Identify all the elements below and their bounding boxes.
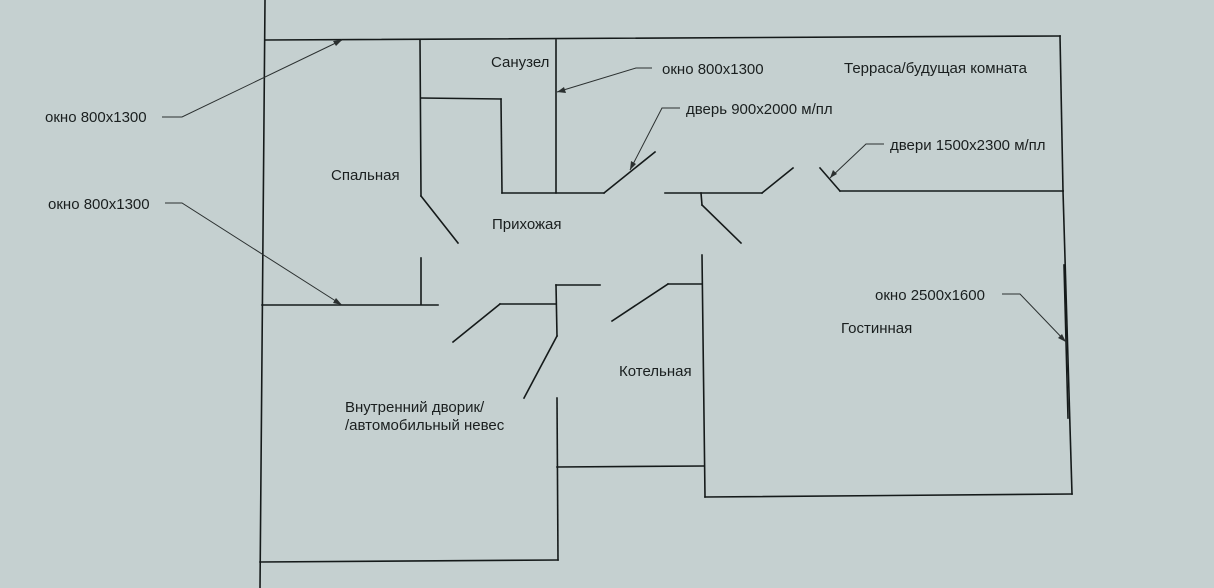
annotation-window-bedroom-top: окно 800x1300 (45, 109, 147, 126)
arrowhead-icon (830, 170, 837, 178)
annotation-doors-terrace: двери 1500x2300 м/пл (890, 137, 1046, 154)
living-room-door-stub (700, 192, 703, 206)
arrowhead-icon (333, 298, 342, 305)
terrace-wall-right (1059, 35, 1064, 192)
leader-window-bedroom-top (162, 39, 343, 118)
room-label-boiler-room: Котельная (619, 363, 692, 380)
leader-window-bedroom-bottom (165, 202, 343, 306)
courtyard-door-leaf-right (522, 334, 559, 400)
boiler-room-door-leaf (610, 282, 670, 323)
courtyard-wall-bottom (259, 559, 559, 563)
room-label-hallway: Прихожая (492, 216, 562, 233)
leader-door-hallway (629, 107, 680, 171)
annotation-window-bedroom-bottom: окно 800x1300 (48, 196, 150, 213)
living-room-wall-left (701, 254, 706, 498)
courtyard-wall-right (556, 397, 559, 561)
courtyard-door-leaf-left (451, 302, 502, 344)
annotation-window-living-room: окно 2500x1600 (875, 287, 985, 304)
bathroom-inner-top (420, 97, 502, 100)
leader-window-living-room (1002, 293, 1067, 343)
arrowhead-icon (333, 40, 342, 46)
living-room-door-leaf (700, 203, 743, 245)
leader-doors-terrace (829, 143, 884, 179)
bedroom-door-leaf (419, 194, 460, 245)
room-label-courtyard-line1: Внутренний дворик/ (345, 399, 485, 416)
bathroom-inner-left (500, 98, 503, 194)
arrowhead-icon (1058, 334, 1066, 342)
outer-wall-top (264, 35, 1061, 41)
living-room-wall-right (1062, 190, 1073, 495)
room-label-terrace: Терраса/будущая комната (844, 60, 1028, 77)
outer-wall-left (259, 0, 266, 588)
arrowhead-icon (630, 161, 636, 170)
terrace-door-leaf-left (760, 166, 795, 195)
courtyard-partition (555, 284, 558, 337)
terrace-door-leaf-right (818, 166, 842, 193)
room-label-courtyard-line2: /автомобильный невес (345, 417, 505, 434)
annotation-window-bathroom: окно 800x1300 (662, 61, 764, 78)
walls (259, 0, 1073, 588)
annotations: окно 800x1300 окно 800x1300 окно 800x130… (45, 61, 1046, 304)
hallway-door-leaf (602, 150, 657, 195)
bedroom-wall-right (419, 39, 422, 197)
annotation-door-hallway: дверь 900x2000 м/пл (686, 101, 833, 118)
room-label-bedroom: Спальная (331, 167, 400, 184)
arrowhead-icon (557, 87, 566, 93)
leader-lines (162, 39, 1067, 343)
living-room-wall-bottom (704, 493, 1073, 498)
room-label-living-room: Гостинная (841, 320, 912, 337)
boiler-room-wall-bottom (556, 465, 705, 468)
room-labels: Санузел Спальная Прихожая Терраса/будуща… (331, 54, 1028, 434)
leader-window-bathroom (556, 67, 652, 93)
room-label-bathroom: Санузел (491, 54, 549, 71)
